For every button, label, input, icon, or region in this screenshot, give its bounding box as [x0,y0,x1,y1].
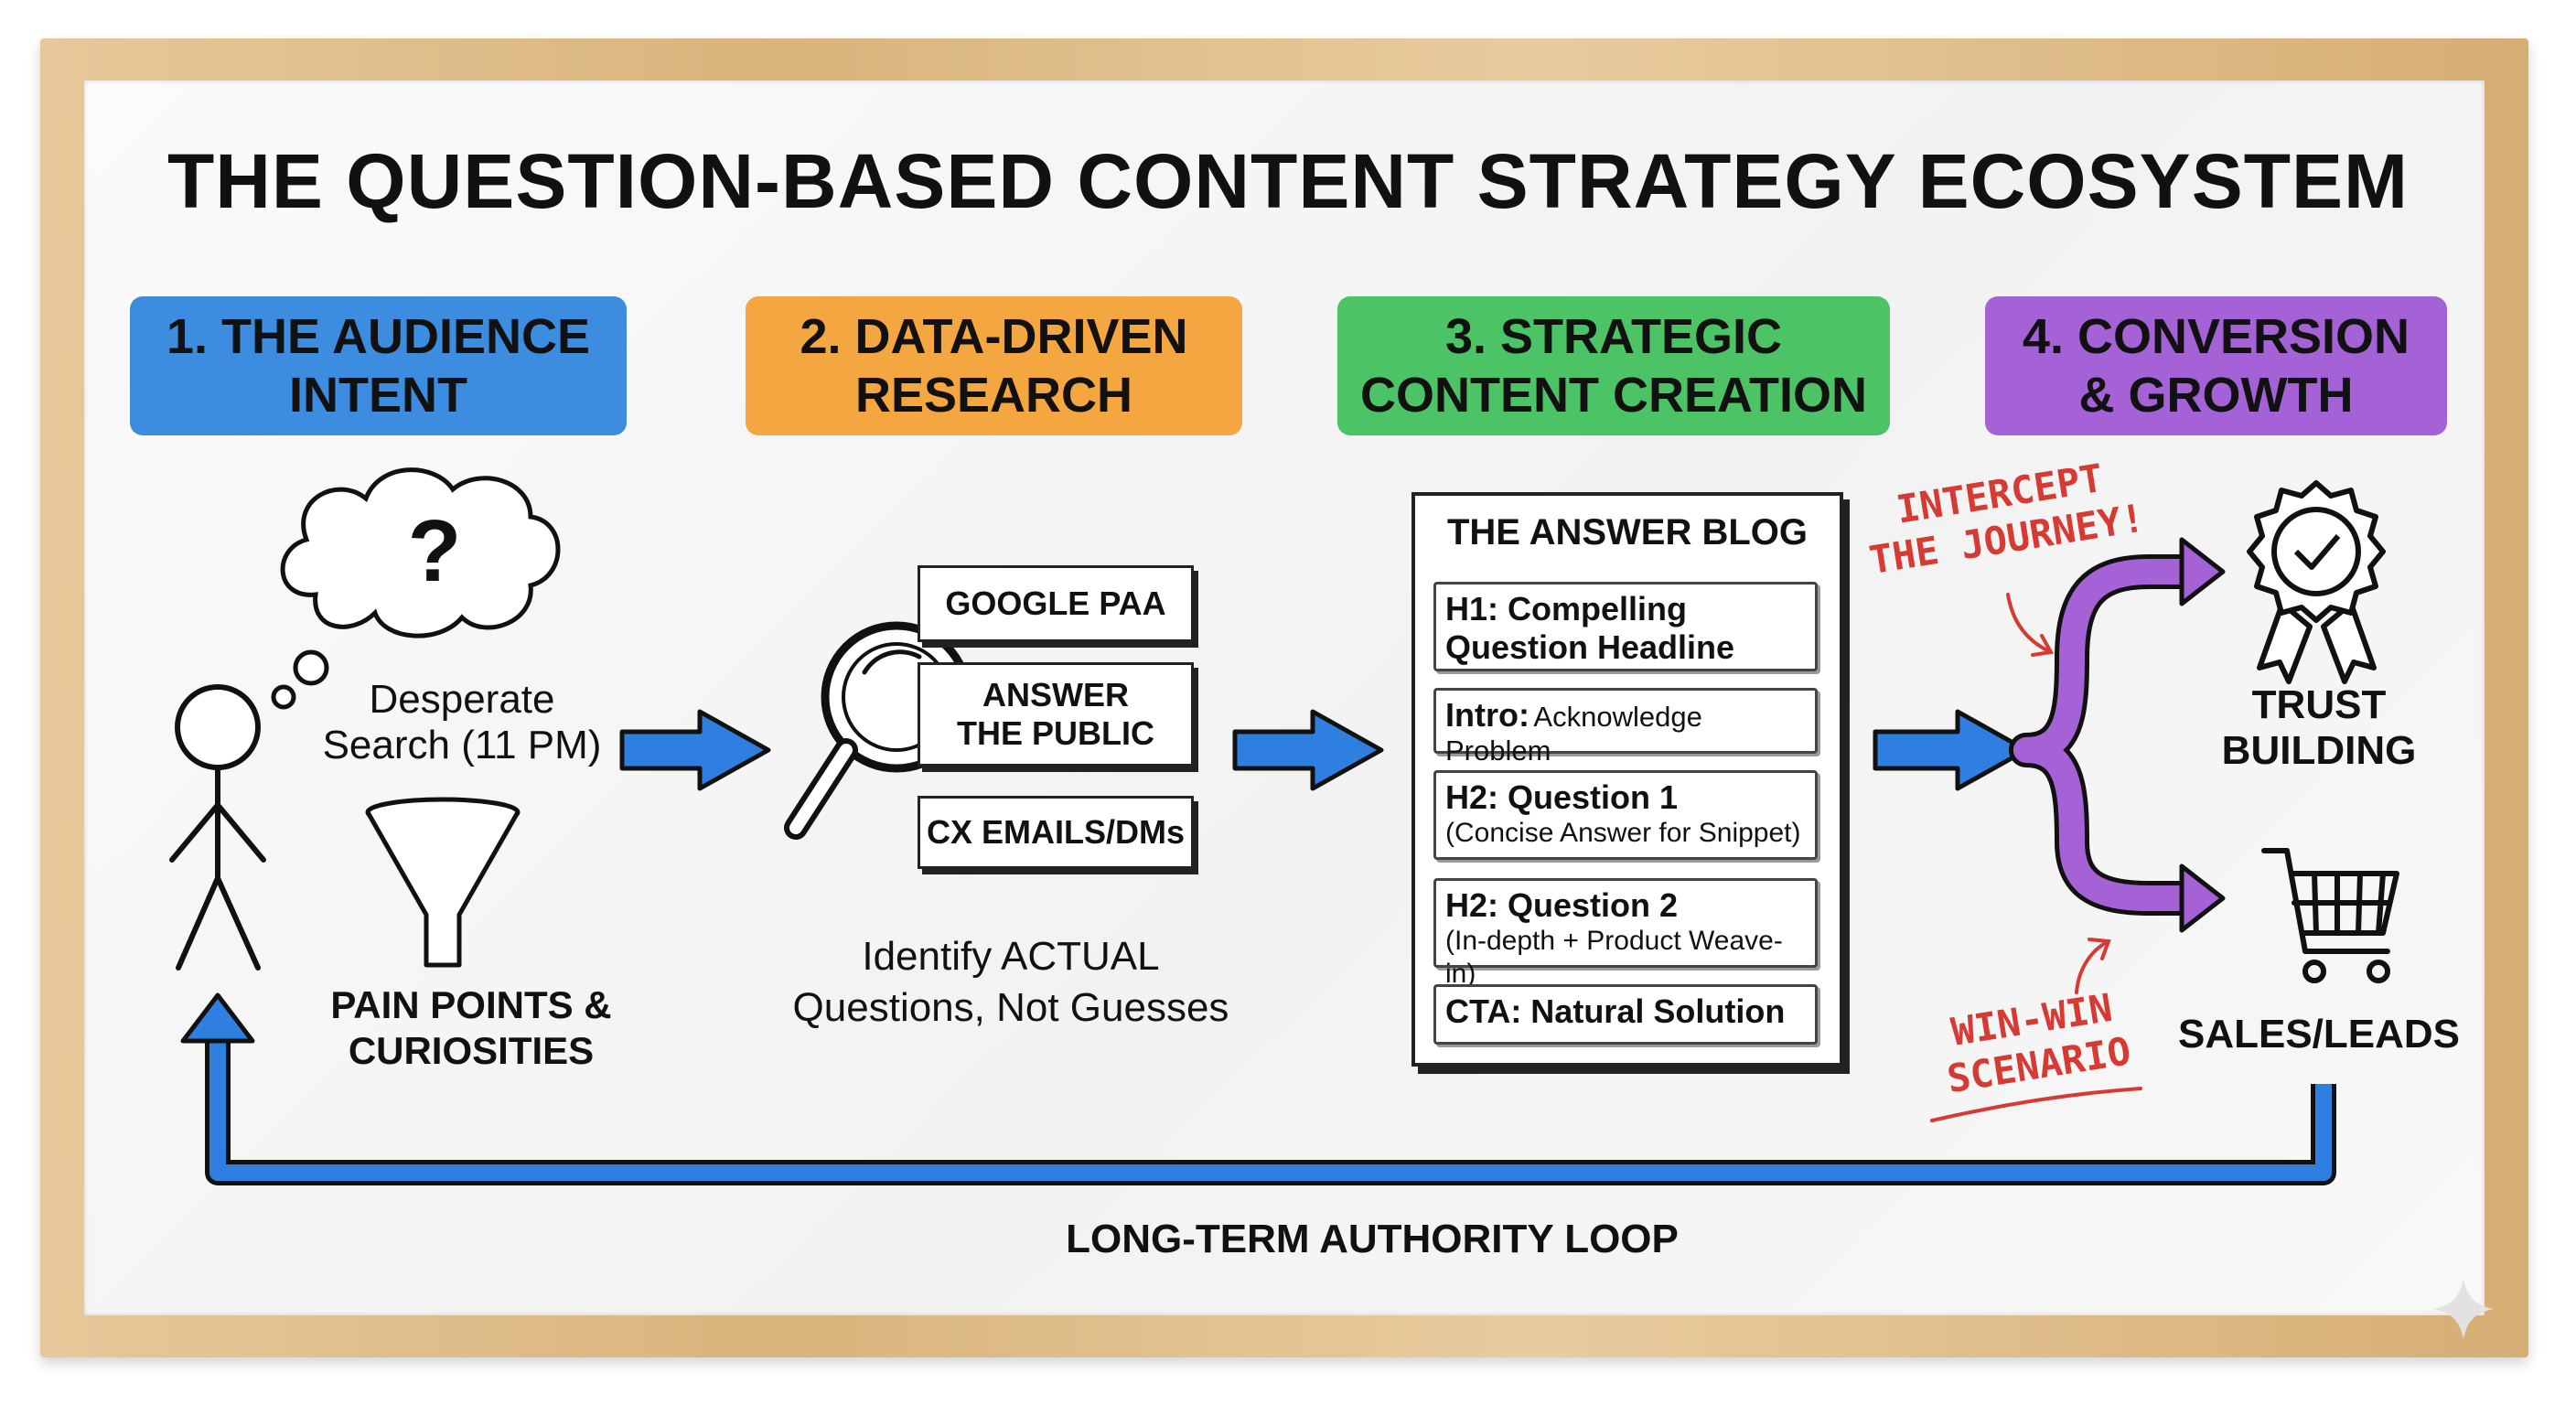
blog-cta-section: CTA: Natural Solution [1433,984,1818,1045]
stage-2-badge: 2. DATA-DRIVEN RESEARCH [746,296,1242,435]
stage-1-badge: 1. THE AUDIENCE INTENT [130,296,627,435]
answer-blog-card: THE ANSWER BLOG H1: Compelling Question … [1411,492,1843,1067]
blog-h1-section: H1: Compelling Question Headline [1433,582,1818,671]
source-cx-emails: CX EMAILS/DMs [918,796,1194,869]
search-text: Desperate Search (11 PM) [322,677,602,767]
page-title: THE QUESTION-BASED CONTENT STRATEGY ECOS… [166,138,2410,224]
blog-cta-text: CTA: Natural Solution [1445,992,1786,1030]
stage-1-label: 1. THE AUDIENCE INTENT [166,309,591,423]
blog-title: THE ANSWER BLOG [1446,512,1809,552]
person-icon [169,684,266,971]
blog-q2-section: H2: Question 2 (In-depth + Product Weave… [1433,878,1818,989]
blog-q1-section: H2: Question 1 (Concise Answer for Snipp… [1433,770,1818,860]
authority-loop-arrow [180,992,2336,1185]
stage-3-badge: 3. STRATEGIC CONTENT CREATION [1337,296,1890,435]
stage-3-label: 3. STRATEGIC CONTENT CREATION [1360,309,1867,423]
flow-arrow-1 [619,709,771,791]
flow-arrow-3 [1873,709,2029,791]
thought-cloud-icon [271,467,561,710]
blog-intro-label: Intro: [1445,696,1530,734]
award-badge-icon [2247,480,2386,684]
sparkle-icon [2433,1279,2494,1339]
research-caption: Identify ACTUAL Questions, Not Guesses [792,934,1229,1030]
branch-arrows [2009,537,2226,933]
blog-q1-text: H2: Question 1 [1445,778,1679,816]
shopping-cart-icon [2261,848,2399,983]
stage-4-label: 4. CONVERSION & GROWTH [2022,309,2410,423]
annotation-arrows [1930,593,2142,1122]
flow-arrow-2 [1232,709,1384,791]
sales-leads-text: SALES/LEADS [2177,1012,2461,1056]
blog-intro-section: Intro: Acknowledge Problem [1433,688,1818,767]
blog-q1-sub: (Concise Answer for Snippet) [1445,818,1801,848]
source-google-paa: GOOGLE PAA [918,565,1194,642]
blog-q2-sub: (In-depth + Product Weave-in) [1445,926,1783,989]
pain-points-text: PAIN POINTS & CURIOSITIES [330,983,612,1072]
question-mark: ? [407,502,462,600]
stage-4-badge: 4. CONVERSION & GROWTH [1985,296,2447,435]
blog-h1-text: H1: Compelling Question Headline [1445,590,1735,666]
loop-label: LONG-TERM AUTHORITY LOOP [1066,1217,1679,1261]
blog-q2-text: H2: Question 2 [1445,886,1679,924]
stage-2-label: 2. DATA-DRIVEN RESEARCH [800,309,1188,423]
funnel-icon [365,797,521,968]
trust-building-text: TRUST BUILDING [2221,682,2417,773]
blog-intro-text: Acknowledge Problem [1445,701,1702,767]
source-answer-the-public: ANSWER THE PUBLIC [918,662,1194,767]
